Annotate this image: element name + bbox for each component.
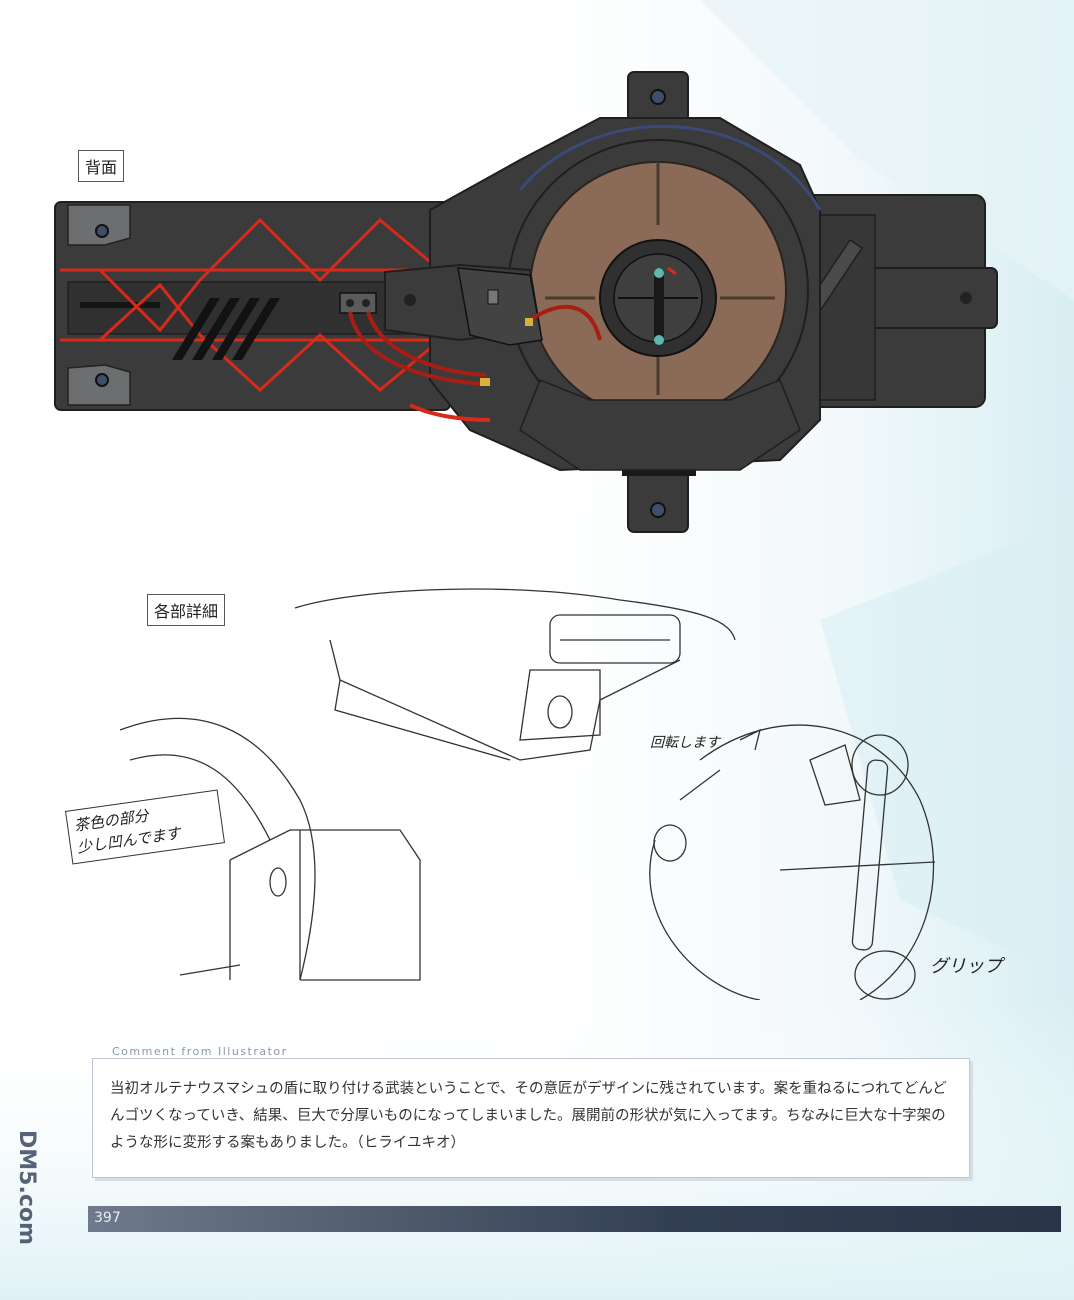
weapon-main-disc	[429, 71, 822, 533]
comment-heading: Comment from Illustrator	[112, 1045, 288, 1058]
part-details-label: 各部詳細	[147, 594, 226, 626]
comment-box	[92, 1058, 970, 1178]
page-number: 397	[94, 1210, 121, 1226]
back-view-label: 背面	[78, 150, 125, 182]
sketch-bottom-left	[119, 717, 421, 981]
watermark-logo-text: DM5.com	[14, 1130, 39, 1245]
back-view-illustration	[54, 71, 998, 533]
grip-note: グリップ	[930, 956, 1002, 977]
watermark-logo: DM5.com	[14, 1130, 39, 1245]
sketch-bottom-right	[649, 724, 936, 1000]
rotates-note: 回転します	[650, 735, 720, 751]
sketch-top-bracket	[294, 588, 736, 761]
footer-bar	[88, 1206, 1061, 1232]
comment-text: 当初オルテナウスマシュの盾に取り付ける武装ということで、その意匠がデザインに残さ…	[110, 1081, 947, 1151]
detail-sketches	[119, 588, 936, 1000]
weapon-bracket-and-cables	[348, 263, 602, 422]
